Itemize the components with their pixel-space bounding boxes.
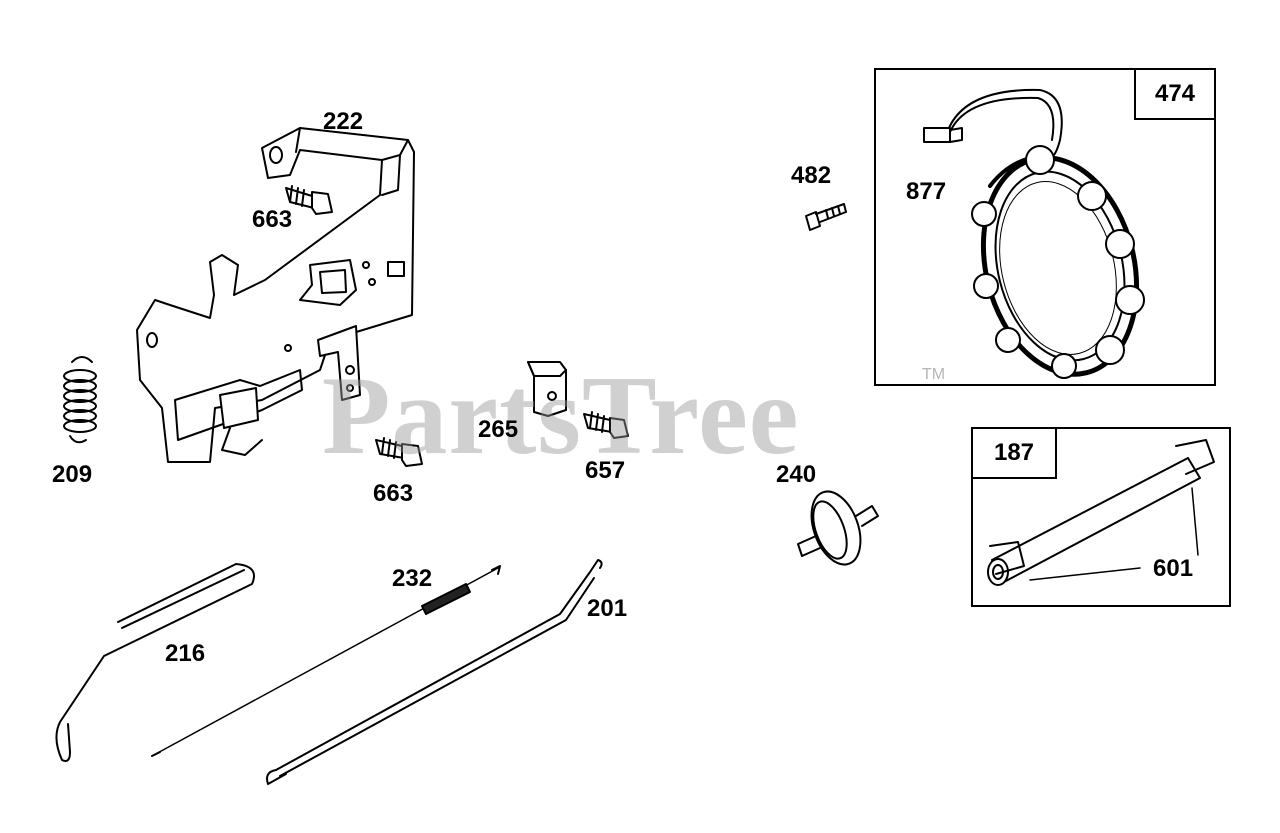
link-216-drawing [55, 563, 255, 762]
fuel-line-detail-box [971, 427, 1231, 607]
part-label-232[interactable]: 232 [392, 565, 433, 592]
clip-265-drawing [527, 361, 567, 417]
part-label-240[interactable]: 240 [776, 461, 817, 488]
part-label-482[interactable]: 482 [791, 162, 832, 189]
governor-rod-201-drawing [266, 559, 603, 785]
part-label-663-top[interactable]: 663 [252, 206, 293, 233]
screw-663-top-drawing [285, 185, 333, 215]
screw-482-drawing [805, 203, 847, 231]
part-label-265[interactable]: 265 [478, 416, 519, 443]
spring-209-drawing [63, 356, 97, 444]
screw-657-drawing [583, 411, 629, 439]
stator-box-tag: 474 [1134, 68, 1216, 120]
watermark-text: PartsTree [322, 354, 800, 478]
part-label-222[interactable]: 222 [323, 108, 364, 135]
part-label-209[interactable]: 209 [52, 461, 93, 488]
part-label-201[interactable]: 201 [587, 595, 628, 622]
leader-lines-601 [1029, 487, 1199, 581]
part-label-663-bottom[interactable]: 663 [373, 480, 414, 507]
fuel-filter-240-drawing [797, 490, 879, 566]
screw-663-bottom-drawing [375, 437, 423, 467]
fuel-line-drawing [987, 439, 1215, 586]
stator-877-drawing [923, 88, 1145, 379]
part-label-657[interactable]: 657 [585, 457, 626, 484]
fuel-line-box-tag: 187 [971, 427, 1057, 479]
control-bracket-drawing [136, 127, 415, 463]
trademark-symbol: TM [922, 366, 946, 383]
governor-spring-232-drawing [151, 565, 501, 757]
stator-detail-box [874, 68, 1216, 386]
part-label-877[interactable]: 877 [906, 178, 947, 205]
part-label-216[interactable]: 216 [165, 640, 206, 667]
part-label-601[interactable]: 601 [1153, 555, 1194, 582]
